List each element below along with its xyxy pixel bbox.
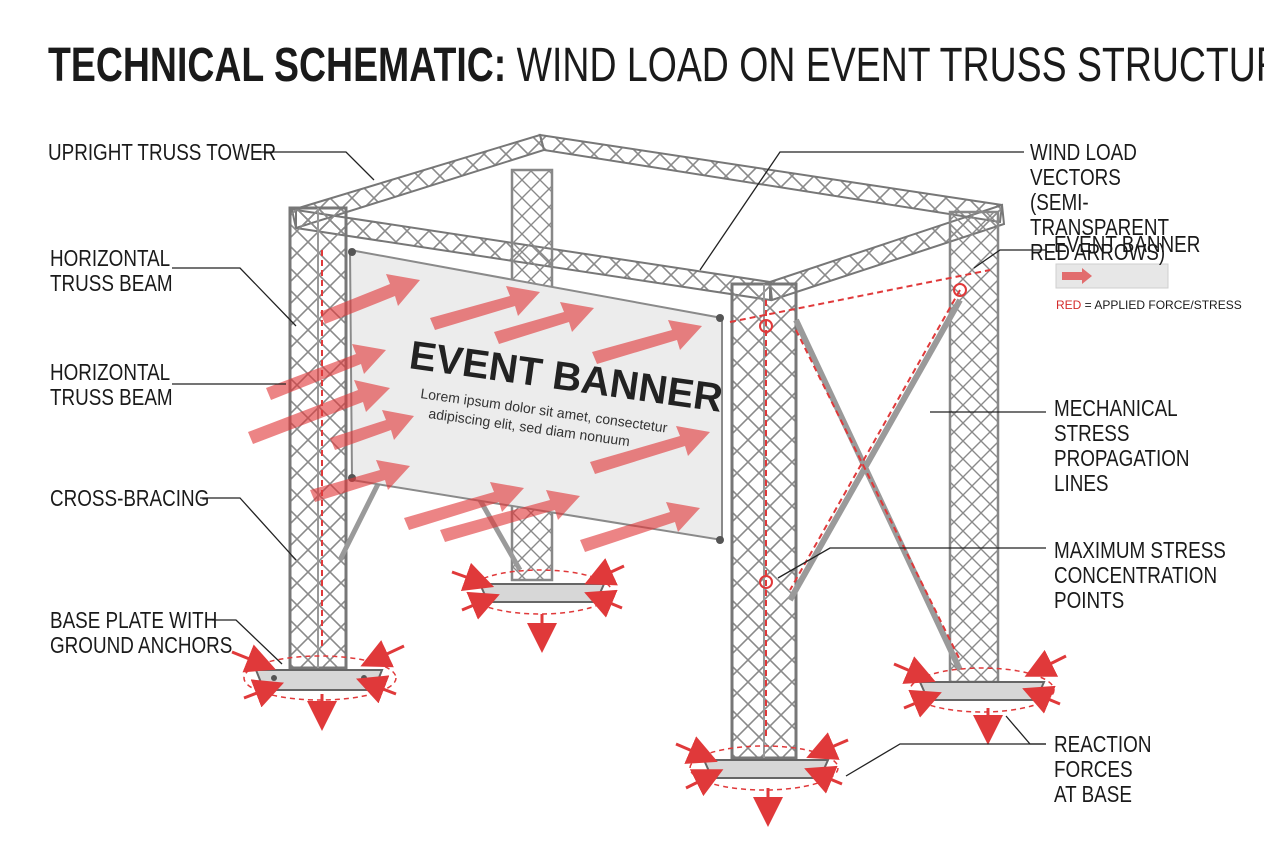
legend-red-word: RED <box>1056 298 1082 312</box>
max-stress-points <box>759 283 967 589</box>
wind-arrow <box>580 502 700 552</box>
wind-arrow <box>494 302 594 344</box>
label-wind-load-vectors: WIND LOAD VECTORS (SEMI-TRANSPARENT RED … <box>1030 139 1170 265</box>
label-mechanical-stress: MECHANICAL STRESS PROPAGATION LINES <box>1054 395 1190 496</box>
wind-arrow <box>440 490 580 542</box>
label-max-stress: MAXIMUM STRESS CONCENTRATION POINTS <box>1054 537 1226 613</box>
reaction-force-arrows <box>231 558 1067 827</box>
legend-swatch <box>1055 263 1169 289</box>
label-event-banner: EVENT BANNER <box>1054 231 1201 257</box>
page-title: TECHNICAL SCHEMATIC: WIND LOAD ON EVENT … <box>48 38 1264 94</box>
wind-arrow <box>330 410 414 450</box>
wind-arrow <box>310 460 410 502</box>
legend-rest: = APPLIED FORCE/STRESS <box>1081 298 1242 312</box>
legend-text: RED = APPLIED FORCE/STRESS <box>1056 298 1242 312</box>
wind-load-arrows <box>248 274 710 552</box>
label-horizontal-truss-beam: HORIZONTAL TRUSS BEAM <box>50 359 173 410</box>
banner-grommet <box>348 248 356 256</box>
wind-arrow <box>320 274 420 324</box>
label-horizontal-truss-beam: HORIZONTAL TRUSS BEAM <box>50 245 173 296</box>
title-light: WIND LOAD ON EVENT TRUSS STRUCTURE <box>506 39 1264 92</box>
label-cross-bracing: CROSS-BRACING <box>50 485 210 511</box>
banner-grommet <box>716 536 724 544</box>
label-base-plate: BASE PLATE WITH GROUND ANCHORS <box>50 607 233 658</box>
leader-lines <box>172 151 1046 777</box>
title-bold: TECHNICAL SCHEMATIC: <box>48 39 507 92</box>
wind-arrow <box>266 344 386 400</box>
stress-propagation-lines <box>321 250 991 740</box>
wind-arrow <box>592 320 702 364</box>
wind-arrow <box>430 286 540 330</box>
banner-grommet <box>716 314 724 322</box>
wind-arrow <box>404 482 524 530</box>
label-upright-truss-tower: UPRIGHT TRUSS TOWER <box>48 139 277 165</box>
wind-arrow <box>248 380 390 444</box>
label-reaction-forces: REACTION FORCES AT BASE <box>1054 731 1152 807</box>
wind-arrow <box>590 426 710 474</box>
